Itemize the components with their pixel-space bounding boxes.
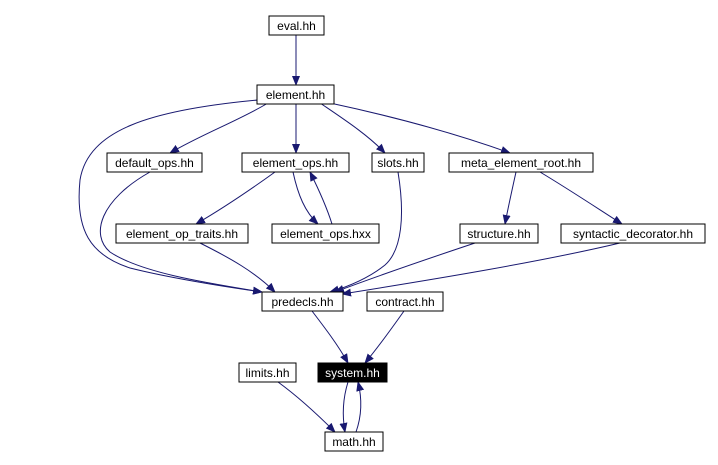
- nodes: eval.hh element.hh default_ops.hh elemen…: [106, 15, 706, 452]
- node-element-ops-hxx[interactable]: element_ops.hxx: [271, 223, 380, 244]
- edge-math-to-system: [355, 381, 365, 433]
- node-label: slots.hh: [377, 156, 418, 170]
- node-label: element.hh: [266, 88, 325, 102]
- node-label: math.hh: [332, 435, 375, 449]
- node-label: element_op_traits.hh: [126, 227, 238, 241]
- node-label: system.hh: [325, 366, 380, 380]
- edge-predecls-to-system: [311, 310, 349, 364]
- node-eval-hh[interactable]: eval.hh: [268, 15, 325, 36]
- node-contract-hh[interactable]: contract.hh: [366, 291, 444, 312]
- edge-slots-to-predecls: [329, 171, 402, 294]
- edge-element-to-default-ops: [169, 102, 269, 154]
- node-element-ops-hh[interactable]: element_ops.hh: [241, 152, 350, 173]
- node-predecls-hh[interactable]: predecls.hh: [261, 291, 344, 312]
- node-slots-hh[interactable]: slots.hh: [371, 152, 425, 173]
- node-syntactic-decorator-hh[interactable]: syntactic_decorator.hh: [560, 223, 706, 244]
- node-label: limits.hh: [245, 366, 289, 380]
- node-math-hh[interactable]: math.hh: [324, 431, 384, 452]
- edge-element-ops-to-element-ops-hxx: [292, 171, 319, 225]
- node-label: eval.hh: [277, 19, 316, 33]
- node-label: meta_element_root.hh: [461, 156, 581, 170]
- node-system-hh-current: system.hh: [317, 362, 388, 383]
- edge-syntactic-decorator-to-predecls: [341, 242, 621, 297]
- node-default-ops-hh[interactable]: default_ops.hh: [106, 152, 203, 173]
- node-label: element_ops.hxx: [280, 227, 371, 241]
- node-limits-hh[interactable]: limits.hh: [238, 362, 297, 383]
- edges: [78, 35, 623, 433]
- node-label: contract.hh: [375, 295, 434, 309]
- node-element-op-traits-hh[interactable]: element_op_traits.hh: [115, 223, 249, 244]
- edge-element-to-slots: [319, 102, 386, 154]
- edge-limits-to-math: [277, 381, 336, 433]
- node-label: syntactic_decorator.hh: [573, 227, 693, 241]
- edge-system-to-math: [339, 381, 349, 433]
- edge-element-to-predecls: [78, 99, 263, 295]
- edge-element-ops-to-element-op-traits: [195, 171, 276, 225]
- edge-meta-element-root-to-syntactic-decorator: [539, 171, 623, 225]
- node-meta-element-root-hh[interactable]: meta_element_root.hh: [448, 152, 594, 173]
- node-structure-hh[interactable]: structure.hh: [459, 223, 539, 244]
- edge-element-ops-hxx-to-element-ops: [309, 171, 333, 225]
- node-label: predecls.hh: [271, 295, 333, 309]
- edge-meta-element-root-to-structure: [502, 171, 517, 225]
- edge-structure-to-predecls: [334, 242, 476, 293]
- edge-element-op-traits-to-predecls: [199, 242, 276, 293]
- node-label: element_ops.hh: [253, 156, 338, 170]
- node-element-hh[interactable]: element.hh: [256, 84, 335, 105]
- edge-default-ops-to-predecls: [100, 171, 263, 295]
- node-label: structure.hh: [467, 227, 530, 241]
- edge-element-to-meta-element-root: [329, 102, 511, 154]
- edge-contract-to-system: [364, 310, 405, 364]
- node-label: default_ops.hh: [115, 156, 194, 170]
